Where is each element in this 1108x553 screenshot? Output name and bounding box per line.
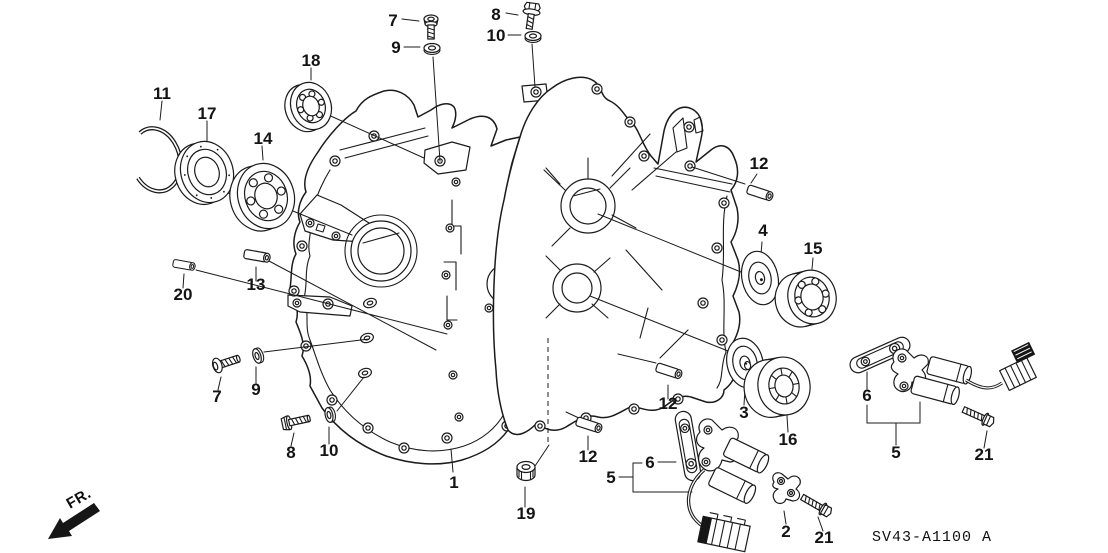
callout-2: 2 [781,522,790,541]
callout-6: 6 [862,386,871,405]
callout-18: 18 [302,51,321,70]
shift-solenoid-lower-right [910,375,960,406]
callout-1: 1 [449,473,458,492]
dowel-pin-12-a [745,184,775,202]
callout-8: 8 [286,443,295,462]
callout-3: 3 [739,403,748,422]
harness-clamp-2 [772,472,801,505]
ball-bearing-18 [284,81,333,133]
flange-bolt-8-bottom [280,414,311,431]
callout-9: 9 [251,380,260,399]
flange-bolt-21-left [800,493,833,518]
callout-10: 10 [320,441,339,460]
callout-15: 15 [804,239,823,258]
torque-converter-case-right-half [492,76,741,444]
callout-7: 7 [212,387,221,406]
callout-10: 10 [487,26,506,45]
flange-screw-7-top [423,14,439,40]
oil-seal-17 [174,140,235,206]
callout-12: 12 [579,447,598,466]
solenoid-gasket-6-left [674,410,702,482]
fr-arrow-icon [48,503,100,539]
fr-direction-marker: FR. [48,485,100,539]
dowel-pin-20 [171,258,197,272]
callout-7: 7 [388,11,397,30]
washer-10-top [524,30,542,44]
leader-lines [159,12,988,532]
callout-5: 5 [891,443,900,462]
ball-bearing-15 [774,269,837,328]
thrust-washer-4 [740,250,780,306]
callout-21: 21 [815,528,834,547]
callout-12: 12 [659,394,678,413]
callout-4: 4 [758,221,768,240]
bracket-5-6-left [618,461,693,493]
callout-5: 5 [606,468,615,487]
flange-bolt-8-top [522,1,541,30]
callout-12: 12 [750,154,769,173]
callout-11: 11 [153,84,171,103]
shift-solenoid-upper-right [926,356,973,385]
solenoid-assembly-5-right [849,336,1037,406]
snap-ring-11 [136,126,183,194]
callout-6: 6 [645,453,654,472]
callout-13: 13 [247,275,266,294]
washer-10-bottom [324,406,337,423]
washer-9-top [423,42,441,56]
callout-20: 20 [174,285,193,304]
washer-9-bottom [252,347,265,364]
solenoid-assembly-5-left [674,410,770,553]
diagram-code: SV43-A1100 A [872,529,992,546]
callout-14: 14 [254,129,273,148]
callout-8: 8 [491,5,500,24]
shift-solenoid-lower-left [708,467,757,504]
callout-21: 21 [975,445,994,464]
callout-19: 19 [517,504,536,523]
callout-17: 17 [198,104,217,123]
solenoid-wire-right [965,378,1003,390]
callout-labels: 7 9 8 10 18 11 17 14 12 4 15 20 13 7 9 8 10 1 19 12 12 5 6 3 16 2… [153,5,993,547]
lock-nut-19 [516,460,536,482]
needle-bearing-16 [743,356,811,418]
dowel-pin-13 [242,248,272,264]
solenoid-connector-left [697,512,751,553]
solenoid-connector-right [999,341,1037,392]
callout-9: 9 [391,38,400,57]
flange-bolt-21-right [961,406,995,428]
bracket-5-6-right [866,371,921,446]
callout-16: 16 [779,430,798,449]
ball-bearing-14 [229,162,296,232]
screw-7-bottom [211,354,241,374]
shift-solenoid-upper-left [723,437,770,474]
